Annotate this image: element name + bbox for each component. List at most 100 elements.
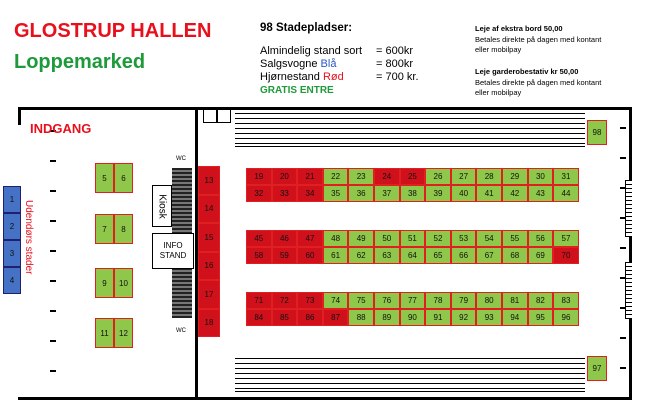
stall-68[interactable]: 68 [502,247,528,264]
stall-34[interactable]: 34 [297,185,323,202]
stall-8[interactable]: 8 [114,214,133,244]
stall-11[interactable]: 11 [95,318,114,348]
stall-33[interactable]: 33 [271,185,298,202]
stall-62[interactable]: 62 [348,247,374,264]
stall-84[interactable]: 84 [246,309,272,326]
stall-26[interactable]: 26 [425,168,451,185]
stall-66[interactable]: 66 [450,247,477,264]
stall-92[interactable]: 92 [450,309,477,326]
stall-88[interactable]: 88 [348,309,374,326]
stall-19[interactable]: 19 [246,168,272,185]
stall-60[interactable]: 60 [297,247,323,264]
stall-40[interactable]: 40 [450,185,477,202]
stall-78[interactable]: 78 [425,292,451,309]
stall-91[interactable]: 91 [425,309,451,326]
stall-79[interactable]: 79 [450,292,477,309]
stall-45[interactable]: 45 [246,230,272,247]
stall-80[interactable]: 80 [476,292,502,309]
stall-59[interactable]: 59 [271,247,298,264]
stall-17[interactable]: 17 [198,280,220,309]
stall-86[interactable]: 86 [297,309,323,326]
stall-55[interactable]: 55 [502,230,528,247]
stall-81[interactable]: 81 [502,292,528,309]
stall-74[interactable]: 74 [322,292,349,309]
stall-64[interactable]: 64 [399,247,426,264]
stall-38[interactable]: 38 [399,185,426,202]
stall-24[interactable]: 24 [374,168,400,185]
stall-43[interactable]: 43 [527,185,554,202]
stall-93[interactable]: 93 [476,309,502,326]
stall-27[interactable]: 27 [450,168,477,185]
stall-70[interactable]: 70 [553,247,579,264]
stall-13[interactable]: 13 [198,166,220,195]
stall-89[interactable]: 89 [374,309,400,326]
stall-57[interactable]: 57 [553,230,579,247]
stall-46[interactable]: 46 [271,230,298,247]
stall-90[interactable]: 90 [399,309,426,326]
stall-83[interactable]: 83 [553,292,579,309]
stall-22[interactable]: 22 [322,168,349,185]
stall-76[interactable]: 76 [374,292,400,309]
stall-48[interactable]: 48 [322,230,349,247]
edge-dash [50,220,56,222]
stall-56[interactable]: 56 [527,230,554,247]
stall-31[interactable]: 31 [553,168,579,185]
stall-20[interactable]: 20 [271,168,298,185]
stall-6[interactable]: 6 [114,163,133,193]
stall-23[interactable]: 23 [348,168,374,185]
stall-15[interactable]: 15 [198,223,220,252]
stall-4[interactable]: 4 [3,267,21,294]
stall-96[interactable]: 96 [553,309,579,326]
stall-42[interactable]: 42 [502,185,528,202]
stall-61[interactable]: 61 [322,247,349,264]
stall-41[interactable]: 41 [476,185,502,202]
stall-5[interactable]: 5 [95,163,114,193]
stall-16[interactable]: 16 [198,251,220,280]
stall-37[interactable]: 37 [374,185,400,202]
stall-63[interactable]: 63 [374,247,400,264]
stall-94[interactable]: 94 [502,309,528,326]
stall-29[interactable]: 29 [502,168,528,185]
stall-3[interactable]: 3 [3,240,21,267]
stall-58[interactable]: 58 [246,247,272,264]
stall-52[interactable]: 52 [425,230,451,247]
stall-75[interactable]: 75 [348,292,374,309]
stall-77[interactable]: 77 [399,292,426,309]
stall-7[interactable]: 7 [95,214,114,244]
stall-35[interactable]: 35 [322,185,349,202]
stall-67[interactable]: 67 [476,247,502,264]
stall-10[interactable]: 10 [114,268,133,298]
edge-dash [620,187,626,189]
stall-32[interactable]: 32 [246,185,272,202]
stall-54[interactable]: 54 [476,230,502,247]
stall-51[interactable]: 51 [399,230,426,247]
stall-65[interactable]: 65 [425,247,451,264]
stall-21[interactable]: 21 [297,168,323,185]
stall-72[interactable]: 72 [271,292,298,309]
stall-44[interactable]: 44 [553,185,579,202]
stall-53[interactable]: 53 [450,230,477,247]
stall-2[interactable]: 2 [3,213,21,240]
stall-28[interactable]: 28 [476,168,502,185]
stall-87[interactable]: 87 [322,309,349,326]
stall-25[interactable]: 25 [399,168,426,185]
stall-98[interactable]: 98 [587,120,607,145]
stall-39[interactable]: 39 [425,185,451,202]
stall-18[interactable]: 18 [198,308,220,337]
stall-69[interactable]: 69 [527,247,554,264]
stall-97[interactable]: 97 [587,356,607,381]
stall-73[interactable]: 73 [297,292,323,309]
stall-36[interactable]: 36 [348,185,374,202]
stall-95[interactable]: 95 [527,309,554,326]
stall-82[interactable]: 82 [527,292,554,309]
stall-9[interactable]: 9 [95,268,114,298]
stall-12[interactable]: 12 [114,318,133,348]
stall-47[interactable]: 47 [297,230,323,247]
stall-50[interactable]: 50 [374,230,400,247]
stall-30[interactable]: 30 [527,168,554,185]
stall-14[interactable]: 14 [198,194,220,223]
stall-85[interactable]: 85 [271,309,298,326]
stall-1[interactable]: 1 [3,186,21,213]
stall-49[interactable]: 49 [348,230,374,247]
stall-71[interactable]: 71 [246,292,272,309]
